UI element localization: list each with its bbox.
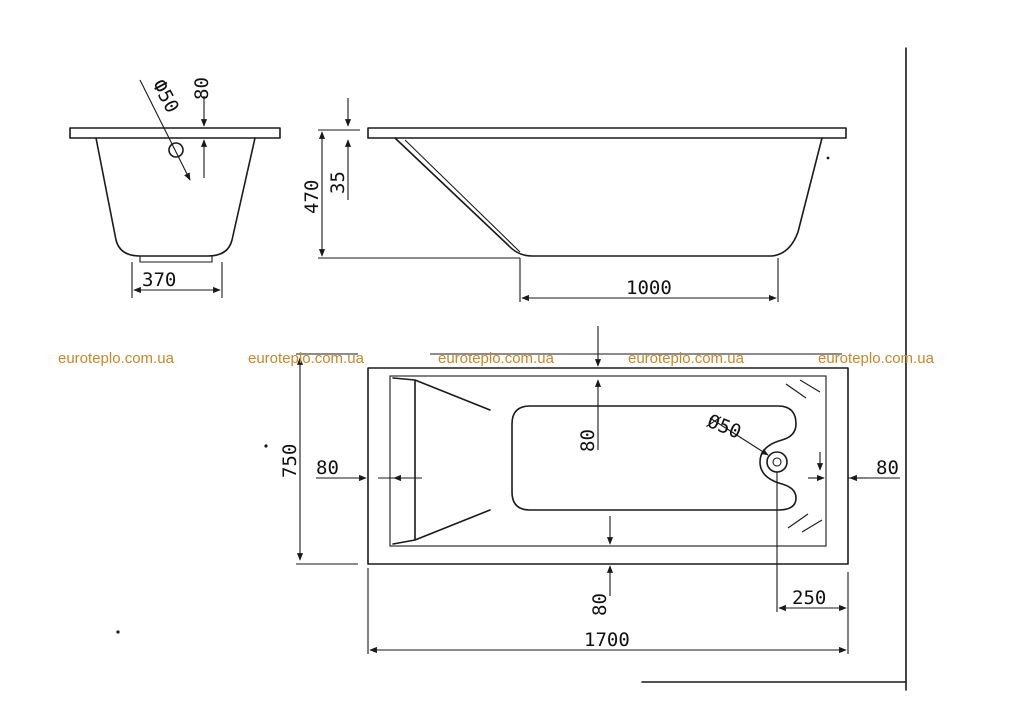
plan-right-margin-label: 80 [876, 457, 899, 479]
watermark-2: euroteplo.com.ua [248, 350, 364, 367]
side-view-slope-inner [404, 139, 521, 253]
end-view-feet [139, 256, 213, 263]
plan-length-label: 1700 [584, 629, 630, 651]
plan-corner-mark-1 [785, 383, 807, 399]
watermark-4: euroteplo.com.ua [628, 350, 744, 367]
plan-inner-rim [389, 375, 827, 547]
plan-left-margin-label: 80 [316, 457, 339, 479]
stray-dot-2 [116, 630, 120, 634]
plan-width-label: 750 [279, 444, 301, 478]
floor-length-label: 1000 [626, 277, 672, 299]
stray-dot-3 [826, 156, 830, 160]
plan-drain-icon [766, 451, 788, 473]
end-depth-label: 80 [191, 77, 213, 100]
side-view: 470 35 1000 [301, 98, 847, 302]
end-view-body [95, 137, 256, 257]
plan-drain-center [772, 457, 782, 467]
drain-offset-label: 250 [792, 587, 826, 609]
watermark-1: euroteplo.com.ua [58, 350, 174, 367]
plan-drain-label: Ø50 [704, 410, 744, 443]
watermark-5: euroteplo.com.ua [818, 350, 934, 367]
plan-backrest [392, 377, 491, 545]
plan-outer-rim [367, 367, 849, 565]
end-view-drain-icon [168, 142, 184, 158]
plan-drain-leader [709, 417, 769, 456]
rim-height-label: 35 [327, 171, 349, 194]
end-drain-label: Ф50 [148, 76, 184, 117]
stray-dot-1 [264, 444, 268, 448]
plan-corner-mark-2 [799, 379, 821, 393]
plan-corner-mark-3 [787, 513, 809, 529]
plan-view: 80 80 Ø50 80 750 80 250 1700 [279, 326, 900, 654]
plan-corner-mark-4 [801, 519, 823, 533]
end-view-drain-leader [139, 79, 191, 181]
end-width-label: 370 [142, 269, 176, 291]
height-total-label: 470 [301, 180, 323, 214]
side-view-rim [367, 127, 847, 139]
plan-basin [511, 405, 797, 511]
end-view-rim [69, 127, 281, 139]
plan-top-margin-label: 80 [577, 429, 599, 452]
side-view-body [394, 137, 823, 257]
end-view: Ф50 80 370 [69, 76, 281, 298]
watermark-3: euroteplo.com.ua [438, 350, 554, 367]
plan-bottom-margin-label: 80 [589, 593, 611, 616]
